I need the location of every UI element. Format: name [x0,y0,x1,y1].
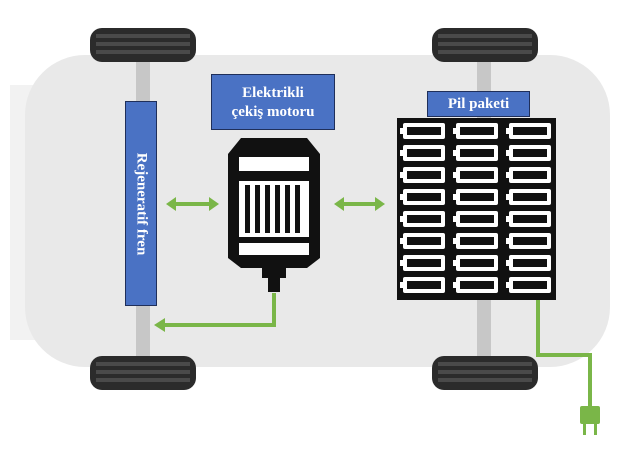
wheel-rear-left [90,356,196,390]
wheels [90,28,538,390]
battery-cell-icon [400,145,445,161]
battery-pack [397,118,556,300]
battery-cell-icon [506,211,551,227]
wheel-front-right [432,28,538,62]
battery-label: Pil paketi [427,91,530,117]
battery-cell-icon [453,277,498,293]
battery-cell-icon [506,277,551,293]
battery-cell-icon [400,211,445,227]
electric-motor-icon [228,138,320,292]
motor-label-line1: Elektrikli [242,85,304,101]
battery-cells [400,123,551,293]
wheel-front-left [90,28,196,62]
battery-cell-icon [400,277,445,293]
power-plug-icon [580,406,600,435]
battery-label-text: Pil paketi [447,96,510,112]
regen-brake-label: Rejeneratif fren [125,101,157,306]
battery-cell-icon [506,123,551,139]
battery-cell-icon [400,255,445,271]
battery-cell-icon [400,233,445,249]
battery-cell-icon [400,167,445,183]
battery-cell-icon [506,189,551,205]
wheel-rear-right [432,356,538,390]
motor-label-line2: çekiş motoru [231,104,315,120]
battery-cell-icon [453,255,498,271]
motor-label: Elektrikli çekiş motoru [211,74,335,130]
battery-cell-icon [506,167,551,183]
battery-cell-icon [400,123,445,139]
battery-cell-icon [453,211,498,227]
energy-flow-arrows [154,197,592,408]
battery-cell-icon [453,145,498,161]
battery-cell-icon [453,189,498,205]
battery-cell-icon [506,145,551,161]
battery-cell-icon [453,123,498,139]
regen-brake-label-text: Rejeneratif fren [133,152,150,255]
battery-cell-icon [453,167,498,183]
charging-cable [536,300,592,408]
battery-cell-icon [453,233,498,249]
battery-cell-icon [506,255,551,271]
battery-cell-icon [400,189,445,205]
arrow-brake-motor [166,197,219,211]
arrow-motor-to-axle [154,293,276,332]
arrow-motor-battery [334,197,385,211]
battery-cell-icon [506,233,551,249]
